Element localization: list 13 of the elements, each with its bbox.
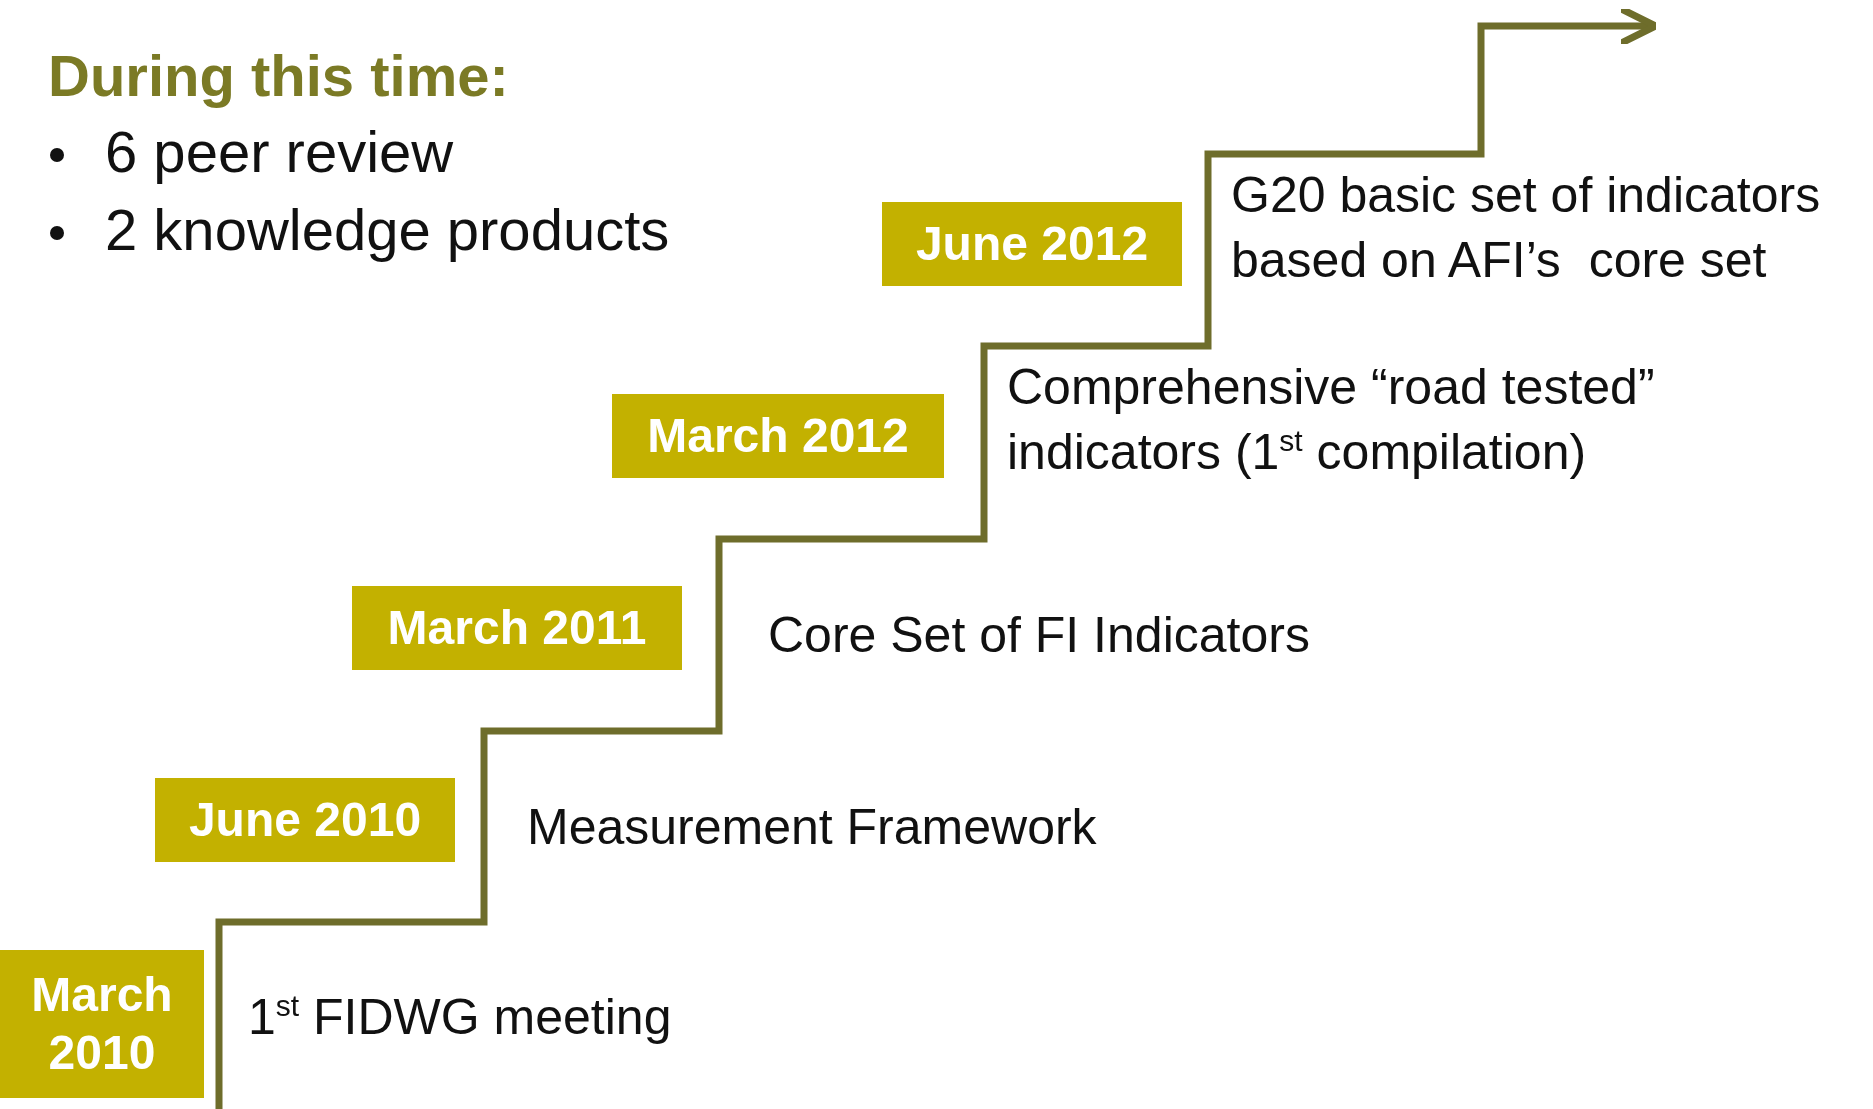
milestone-text: G20 basic set of indicators based on AFI’s core set <box>1231 166 1822 290</box>
bullet-item: 2 knowledge products <box>105 196 670 263</box>
heading: During this time: <box>48 42 509 109</box>
date-box: March 2010 <box>0 950 204 1098</box>
milestone-text: Measurement Framework <box>527 798 1098 857</box>
date-box: March 2011 <box>352 586 682 670</box>
milestone-text: Comprehensive “road tested” indicators (1$^{st}$ compilation) <box>1007 358 1656 482</box>
date-box: June 2010 <box>155 778 455 862</box>
date-box: March 2012 <box>612 394 944 478</box>
milestone-text: Core Set of FI Indicators <box>768 606 1311 665</box>
bullet-item: 6 peer review <box>105 118 454 185</box>
milestone-text: 1$^{st}$ FIDWG meeting <box>248 988 673 1047</box>
date-box: June 2012 <box>882 202 1182 286</box>
